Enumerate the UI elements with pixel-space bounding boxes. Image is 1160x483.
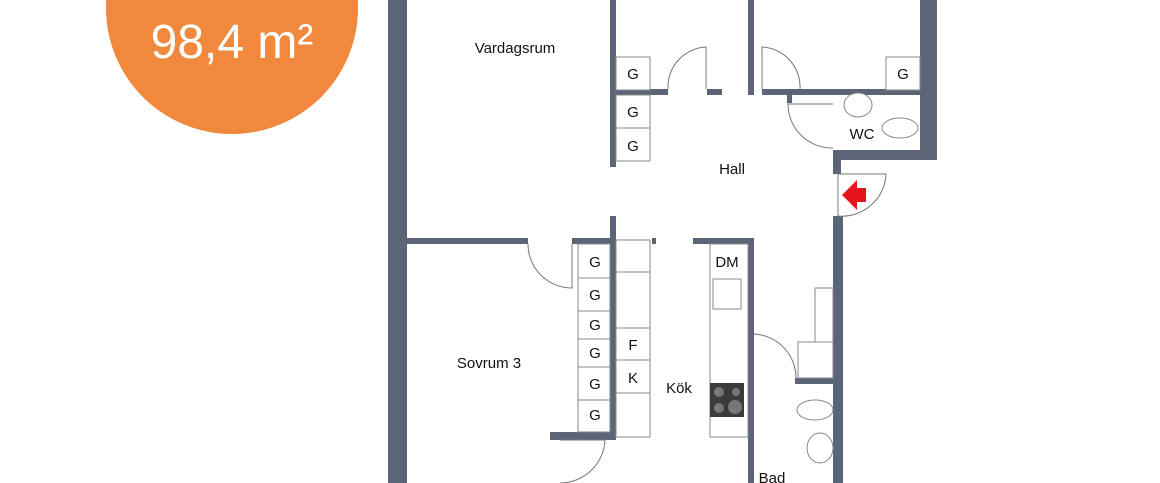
- room-label-wc: WC: [850, 126, 875, 143]
- freezer-label: F: [628, 337, 637, 354]
- doors: [527, 46, 887, 483]
- wardrobe: [615, 56, 651, 91]
- wardrobe-column: [577, 243, 611, 433]
- wardrobe-label: G: [589, 287, 601, 304]
- area-badge: [106, 0, 358, 134]
- kitchen-cabinets: [615, 239, 651, 438]
- wardrobe-label: G: [589, 376, 601, 393]
- wardrobe-label: G: [589, 407, 601, 424]
- area-text: 98,4 m²: [151, 16, 314, 69]
- kitchen-sink-icon: [712, 278, 742, 310]
- room-label-hall: Hall: [719, 161, 745, 178]
- wardrobe-label: G: [589, 345, 601, 362]
- wardrobe-label: G: [627, 138, 639, 155]
- bath-cabinet: [797, 341, 834, 379]
- room-label-bad: Bad: [759, 470, 786, 483]
- wc-sink-icon: [843, 92, 873, 118]
- room-label-kok: Kök: [666, 380, 692, 397]
- wardrobe: [615, 94, 651, 129]
- dishwasher-label: DM: [715, 254, 738, 271]
- walls: [388, 0, 937, 483]
- wardrobe: [885, 56, 921, 91]
- wardrobe-label: G: [589, 317, 601, 334]
- bath-cabinet: [814, 287, 834, 343]
- fridge-label: K: [628, 370, 638, 387]
- entrance-arrow-icon: [842, 180, 866, 210]
- room-label-sovrum-3: Sovrum 3: [457, 355, 521, 372]
- room-label-vardagsrum: Vardagsrum: [475, 40, 556, 57]
- wardrobe-label: G: [897, 66, 909, 83]
- wc-toilet-icon: [881, 117, 919, 139]
- wardrobe-label: G: [627, 104, 639, 121]
- stove-icon: [710, 383, 744, 417]
- wardrobe-label: G: [589, 254, 601, 271]
- bath-sink-icon: [806, 432, 834, 464]
- wardrobe-label: G: [627, 66, 639, 83]
- wardrobe: [615, 127, 651, 162]
- bath-toilet-icon: [796, 399, 834, 421]
